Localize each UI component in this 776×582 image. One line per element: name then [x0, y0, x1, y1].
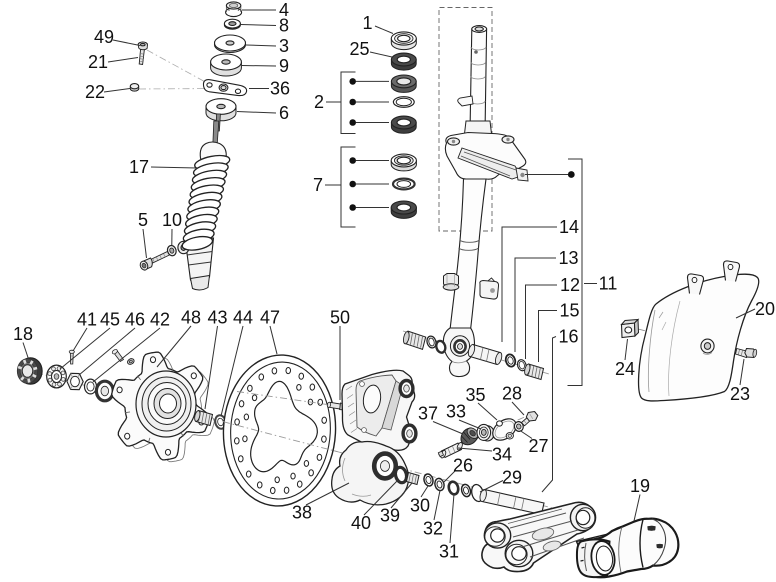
svg-text:39: 39: [380, 506, 400, 526]
svg-text:47: 47: [260, 308, 280, 328]
svg-text:19: 19: [630, 476, 650, 496]
svg-text:37: 37: [418, 404, 438, 424]
svg-text:46: 46: [125, 310, 145, 330]
svg-text:50: 50: [330, 308, 350, 328]
svg-text:23: 23: [730, 384, 750, 404]
svg-text:48: 48: [181, 308, 201, 328]
svg-text:44: 44: [233, 308, 253, 328]
svg-text:30: 30: [410, 496, 430, 516]
svg-text:3: 3: [279, 36, 289, 56]
svg-text:5: 5: [138, 210, 148, 230]
svg-text:4: 4: [279, 0, 289, 20]
svg-text:40: 40: [351, 513, 371, 533]
svg-text:17: 17: [129, 157, 149, 177]
svg-text:10: 10: [162, 210, 182, 230]
svg-text:25: 25: [349, 39, 369, 59]
svg-text:36: 36: [270, 79, 290, 99]
svg-text:27: 27: [528, 436, 548, 456]
svg-text:33: 33: [446, 402, 466, 422]
svg-text:11: 11: [599, 274, 618, 294]
svg-text:29: 29: [502, 468, 522, 488]
svg-text:34: 34: [492, 445, 512, 465]
svg-text:43: 43: [207, 308, 227, 328]
svg-text:24: 24: [615, 359, 635, 379]
svg-text:31: 31: [439, 542, 459, 562]
svg-text:2: 2: [314, 92, 324, 112]
svg-text:21: 21: [88, 52, 108, 72]
svg-text:38: 38: [292, 503, 312, 523]
svg-text:49: 49: [94, 27, 114, 47]
svg-text:12: 12: [560, 275, 580, 295]
svg-text:18: 18: [13, 324, 33, 344]
svg-text:14: 14: [559, 217, 579, 237]
svg-text:8: 8: [279, 16, 289, 36]
svg-text:26: 26: [453, 456, 473, 476]
svg-text:45: 45: [100, 310, 120, 330]
svg-text:22: 22: [85, 82, 105, 102]
svg-text:32: 32: [423, 519, 443, 539]
svg-text:41: 41: [77, 310, 97, 330]
svg-text:20: 20: [755, 299, 775, 319]
svg-text:42: 42: [150, 310, 170, 330]
svg-text:7: 7: [313, 175, 323, 195]
svg-text:6: 6: [279, 103, 289, 123]
svg-text:1: 1: [362, 13, 372, 33]
svg-text:9: 9: [279, 56, 289, 76]
svg-text:16: 16: [558, 327, 578, 347]
svg-text:13: 13: [558, 248, 578, 268]
svg-text:35: 35: [465, 385, 485, 405]
svg-text:28: 28: [502, 384, 522, 404]
svg-text:15: 15: [559, 301, 579, 321]
